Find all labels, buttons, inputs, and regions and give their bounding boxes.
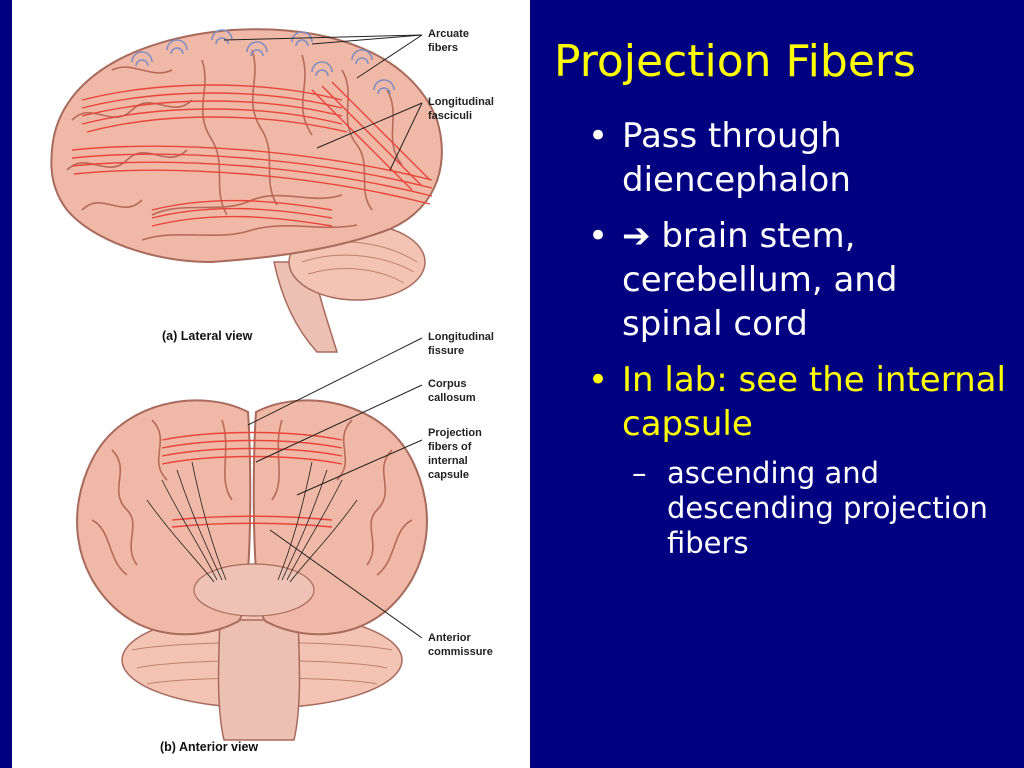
brain-illustration: Arcuate fibers Longitudinal fasciculi (a… <box>50 28 494 754</box>
caption-anterior: (b) Anterior view <box>160 740 258 754</box>
bullet-text: Pass through diencephalon <box>622 116 851 200</box>
bullet-list: • Pass through diencephalon • ➔ brain st… <box>588 114 1008 573</box>
sub-bullet-projection: – ascending and descending projection fi… <box>622 456 1008 561</box>
caption-lateral: (a) Lateral view <box>162 329 253 343</box>
label-projection-4: capsule <box>428 469 469 481</box>
bullet-lab: • In lab: see the internal capsule – asc… <box>588 358 1008 561</box>
bullet-marker: • <box>588 216 609 256</box>
slide-title: Projection Fibers <box>554 36 916 87</box>
label-projection-2: fibers of <box>428 441 472 453</box>
lateral-brain: Arcuate fibers Longitudinal fasciculi (a… <box>50 28 494 353</box>
label-projection-1: Projection <box>428 427 482 439</box>
label-arcuate-2: fibers <box>428 42 458 54</box>
arrow-icon: ➔ <box>622 216 651 256</box>
bullet-marker: • <box>588 116 609 156</box>
label-anterior-comm-1: Anterior <box>428 632 472 644</box>
label-long-fasciculi-1: Longitudinal <box>428 96 494 108</box>
bullet-text: brain stem, cerebellum, and spinal cord <box>622 216 898 344</box>
label-projection-3: internal <box>428 455 468 467</box>
bullet-diencephalon: • Pass through diencephalon <box>588 114 1008 202</box>
bullet-marker: • <box>588 360 609 400</box>
label-corpus-2: callosum <box>428 392 476 404</box>
brain-figure: Arcuate fibers Longitudinal fasciculi (a… <box>12 0 530 768</box>
bullet-brain-stem: • ➔ brain stem, cerebellum, and spinal c… <box>588 214 1008 346</box>
brain-stem-anterior <box>217 619 301 741</box>
label-long-fissure-1: Longitudinal <box>428 331 494 343</box>
label-anterior-comm-2: commissure <box>428 646 493 658</box>
label-long-fasciculi-2: fasciculi <box>428 110 472 122</box>
bullet-text: In lab: see the internal capsule <box>622 360 1006 444</box>
label-arcuate-1: Arcuate <box>428 28 469 40</box>
label-long-fissure-2: fissure <box>428 345 464 357</box>
anterior-brain: Longitudinal fissure Corpus callosum Pro… <box>76 331 494 754</box>
label-corpus-1: Corpus <box>428 378 467 390</box>
cerebrum-lateral <box>50 28 443 264</box>
sub-bullet-text: ascending and descending projection fibe… <box>667 456 988 560</box>
sub-bullet-marker: – <box>632 456 647 490</box>
